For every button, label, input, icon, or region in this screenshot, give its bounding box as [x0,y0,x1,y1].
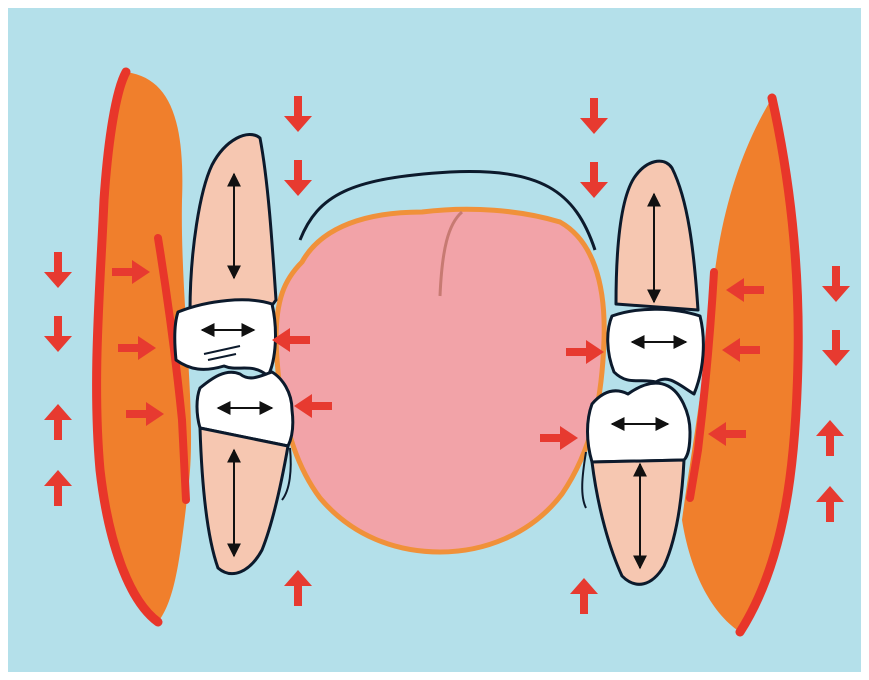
right-lower-crown [588,383,691,462]
left-upper-crown [175,300,276,376]
tongue [276,209,604,552]
